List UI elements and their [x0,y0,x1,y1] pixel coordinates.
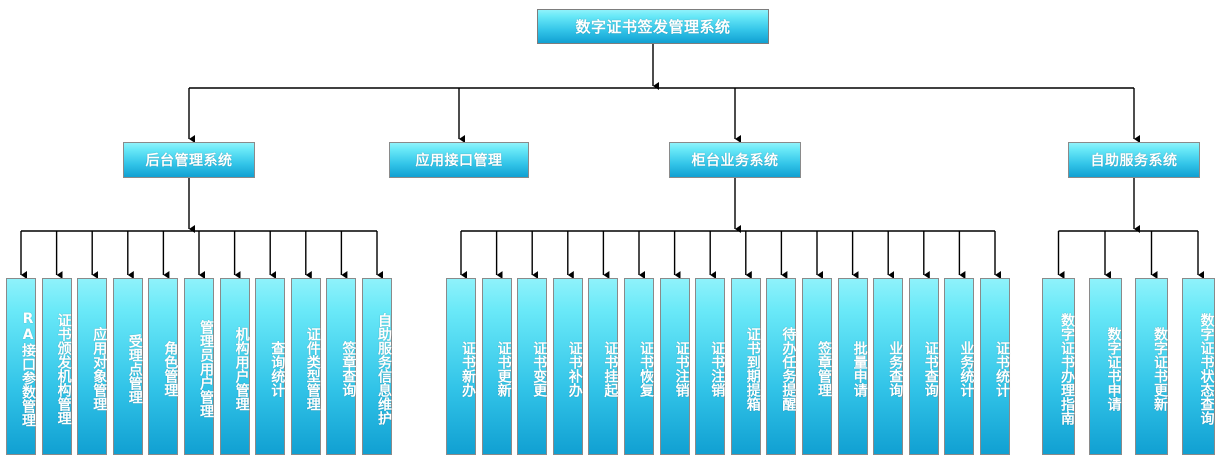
leaf-node-3-15[interactable]: 业务统计 [944,278,975,455]
leaf-node-1-2[interactable]: 证书颁发机构管理 [41,278,72,455]
branch-node-3[interactable]: 柜台业务系统 [669,142,801,178]
leaf-node-3-14[interactable]: 证书查询 [908,278,939,455]
leaf-node-4-4[interactable]: 数字证书状态查询 [1181,278,1215,455]
leaf-node-1-3[interactable]: 应用对象管理 [77,278,108,455]
leaf-node-3-7[interactable]: 证书注销 [659,278,690,455]
branch-node-1[interactable]: 后台管理系统 [123,142,255,178]
leaf-node-3-8[interactable]: 证书注销 [695,278,726,455]
leaf-node-1-5[interactable]: 角色管理 [148,278,179,455]
leaf-node-3-12[interactable]: 批量申请 [837,278,868,455]
leaf-node-1-1[interactable]: RA接口参数管理 [6,278,36,455]
leaf-node-4-1[interactable]: 数字证书办理指南 [1042,278,1075,455]
leaf-node-1-9[interactable]: 证件类型管理 [290,278,321,455]
leaf-node-3-1[interactable]: 证书新办 [446,278,476,455]
leaf-node-3-9[interactable]: 证书到期提箱 [730,278,761,455]
leaf-node-1-8[interactable]: 查询统计 [255,278,286,455]
leaf-node-3-13[interactable]: 业务查询 [873,278,904,455]
leaf-node-3-2[interactable]: 证书更新 [481,278,512,455]
leaf-node-1-4[interactable]: 受理点管理 [112,278,143,455]
leaf-node-1-10[interactable]: 签章查询 [326,278,357,455]
leaf-node-3-16[interactable]: 证书统计 [980,278,1010,455]
leaf-node-3-5[interactable]: 证书挂起 [588,278,619,455]
leaf-node-4-2[interactable]: 数字证书申请 [1088,278,1122,455]
leaf-node-4-3[interactable]: 数字证书更新 [1135,278,1168,455]
leaf-node-3-4[interactable]: 证书补办 [552,278,583,455]
leaf-node-3-10[interactable]: 待办任务提醒 [766,278,797,455]
leaf-node-3-11[interactable]: 签章管理 [802,278,832,455]
leaf-node-1-7[interactable]: 机构用户管理 [219,278,250,455]
leaf-node-1-11[interactable]: 自助服务信息维护 [362,278,392,455]
root-node[interactable]: 数字证书签发管理系统 [537,9,769,44]
branch-node-2[interactable]: 应用接口管理 [389,142,529,178]
leaf-node-3-6[interactable]: 证书恢复 [624,278,654,455]
branch-node-4[interactable]: 自助服务系统 [1068,142,1200,178]
leaf-node-3-3[interactable]: 证书变更 [517,278,548,455]
leaf-node-1-6[interactable]: 管理员用户管理 [184,278,214,455]
